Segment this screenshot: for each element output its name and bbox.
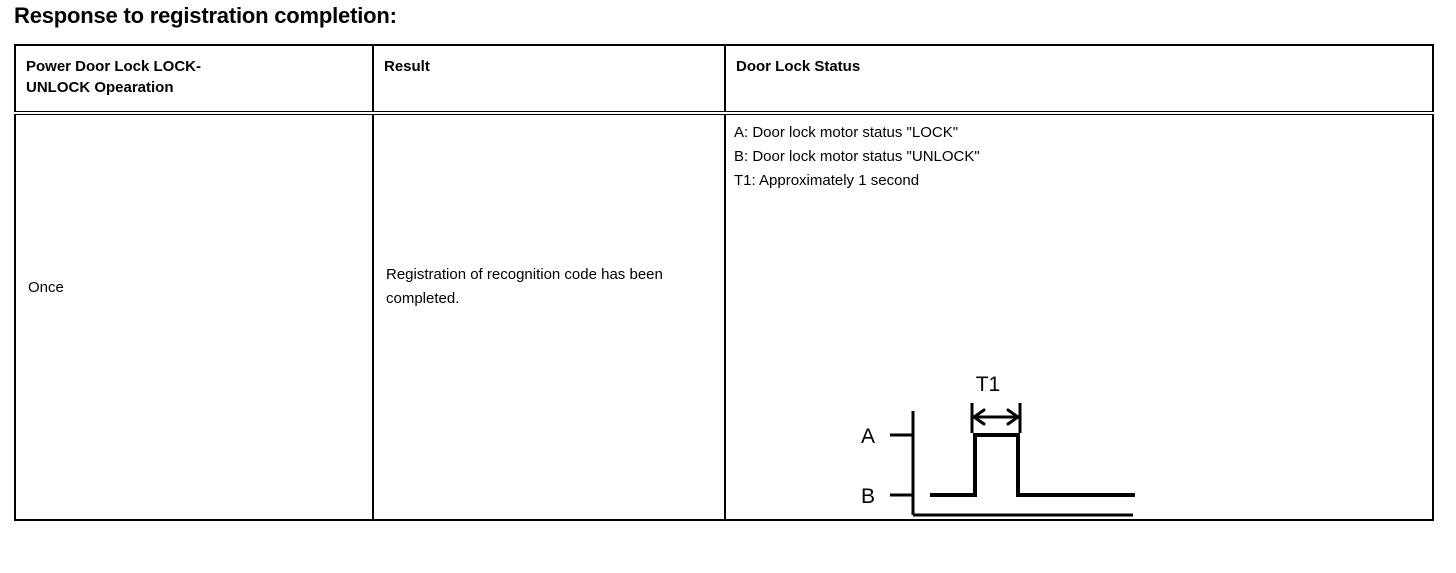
- page-title: Response to registration completion:: [14, 3, 397, 28]
- cell-door-lock-status: A: Door lock motor status "LOCK" B: Door…: [724, 112, 1434, 521]
- door-lock-motor-waveform: [930, 433, 1135, 497]
- column-header-operation-line1: Power Door Lock LOCK-: [26, 58, 202, 75]
- column-header-door-lock-status: Door Lock Status: [724, 44, 1434, 115]
- legend-line-b: B: Door lock motor status "UNLOCK": [734, 148, 980, 165]
- level-label-a: A: [861, 425, 875, 448]
- t1-duration-arrow: [970, 403, 1022, 433]
- cell-operation: Once: [14, 112, 374, 521]
- cell-result: Registration of recognition code has bee…: [372, 112, 726, 521]
- timing-diagram: T1 A B: [838, 358, 1168, 573]
- result-value: Registration of recognition code has bee…: [386, 266, 663, 307]
- response-table: Power Door Lock LOCK- UNLOCK Opearation …: [14, 44, 1434, 521]
- timing-diagram-svg: T1 A B: [861, 373, 1135, 517]
- t1-duration-label: T1: [976, 373, 1001, 396]
- table-header-row: Power Door Lock LOCK- UNLOCK Opearation …: [14, 44, 1434, 115]
- legend-line-t1: T1: Approximately 1 second: [734, 172, 920, 189]
- column-header-result-label: Result: [384, 58, 430, 75]
- column-header-door-lock-status-label: Door Lock Status: [736, 58, 861, 75]
- table-row: Once Registration of recognition code ha…: [14, 112, 1434, 521]
- column-header-result: Result: [372, 44, 726, 115]
- legend-line-a: A: Door lock motor status "LOCK": [734, 124, 959, 141]
- column-header-operation-line2: UNLOCK Opearation: [26, 79, 174, 96]
- operation-value: Once: [28, 279, 64, 296]
- status-legend: A: Door lock motor status "LOCK" B: Door…: [734, 121, 980, 193]
- column-header-operation: Power Door Lock LOCK- UNLOCK Opearation: [14, 44, 374, 115]
- level-label-b: B: [861, 485, 875, 508]
